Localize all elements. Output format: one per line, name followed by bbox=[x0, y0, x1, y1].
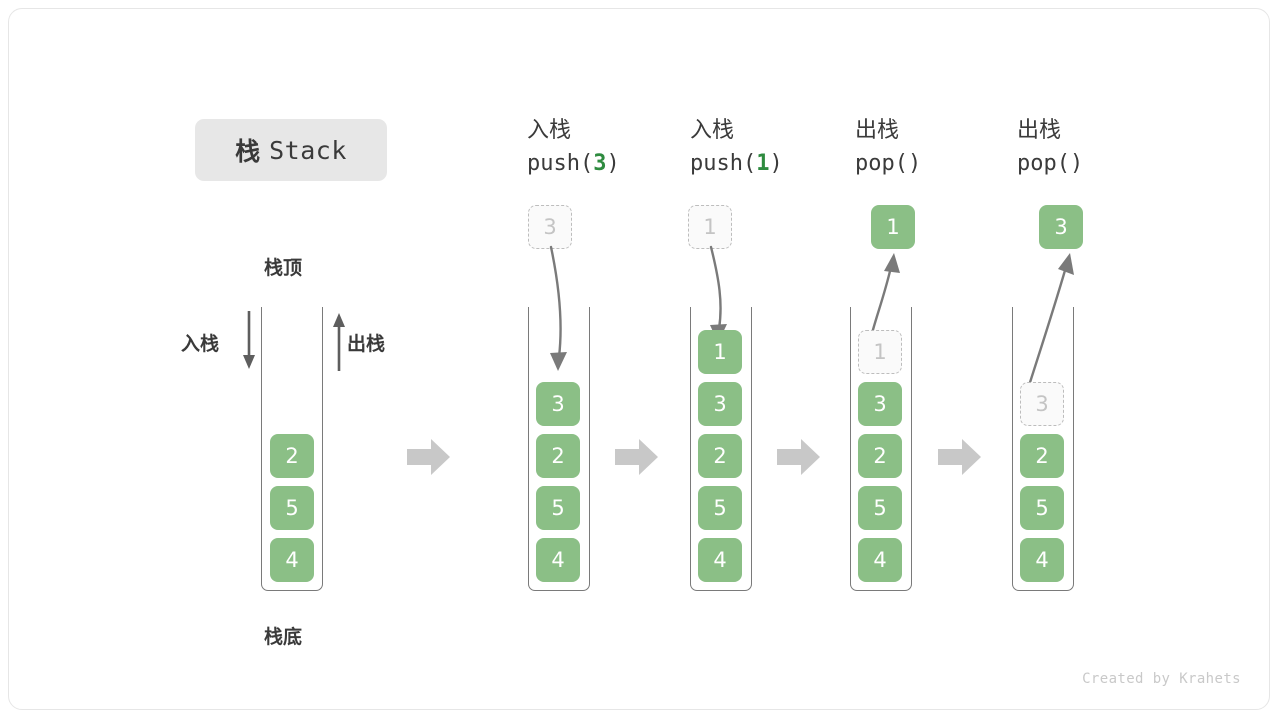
floating-ghost-cell: 1 bbox=[688, 205, 732, 249]
stage-head-arg: 3 bbox=[593, 151, 607, 176]
stage-head-code: pop() bbox=[855, 151, 922, 176]
stage-head-arg: 1 bbox=[756, 151, 770, 176]
stage-header-push-1: 入栈 push(1) bbox=[690, 115, 783, 181]
title-cn: 栈 bbox=[235, 137, 261, 166]
flow-arrow-icon bbox=[615, 439, 658, 475]
stage-head-cn: 入栈 bbox=[690, 118, 735, 143]
stage-header-pop-3: 出栈 pop() bbox=[1017, 115, 1083, 181]
title-badge: 栈 Stack bbox=[195, 119, 387, 181]
stack-cell: 4 bbox=[858, 538, 902, 582]
stack-cell: 5 bbox=[536, 486, 580, 530]
floating-popped-cell: 1 bbox=[871, 205, 915, 249]
stack-cell: 5 bbox=[1020, 486, 1064, 530]
stack-cell: 2 bbox=[858, 434, 902, 478]
floating-popped-cell: 3 bbox=[1039, 205, 1083, 249]
stack-bottom-label: 栈底 bbox=[264, 626, 303, 648]
pop-up-arrow-icon bbox=[333, 313, 345, 371]
stack-cell: 3 bbox=[536, 382, 580, 426]
stack-cell: 2 bbox=[536, 434, 580, 478]
stage-head-code: pop() bbox=[1017, 151, 1084, 176]
stack-container-pop-3 bbox=[1012, 307, 1074, 591]
flow-arrow-icon bbox=[938, 439, 981, 475]
stage-head-code: push(1) bbox=[690, 151, 783, 176]
flow-arrow-icon bbox=[407, 439, 450, 475]
push-motion-arrow-icon bbox=[549, 245, 567, 371]
diagram-canvas: 栈 Stack 栈顶 栈底 入栈 出栈 2 5 4 入栈 push(3) 3 3… bbox=[8, 8, 1270, 710]
pop-direction-label: 出栈 bbox=[347, 333, 386, 355]
push-down-arrow-icon bbox=[243, 311, 255, 369]
stack-cell: 3 bbox=[1020, 382, 1064, 426]
stack-cell: 4 bbox=[270, 538, 314, 582]
stack-cell: 5 bbox=[858, 486, 902, 530]
stack-top-label: 栈顶 bbox=[264, 257, 303, 279]
push-direction-label: 入栈 bbox=[181, 333, 220, 355]
stage-head-cn: 出栈 bbox=[1017, 118, 1062, 143]
stack-container-push-3 bbox=[528, 307, 590, 591]
stage-head-cn: 出栈 bbox=[855, 118, 900, 143]
stack-cell: 5 bbox=[698, 486, 742, 530]
stack-cell: 5 bbox=[270, 486, 314, 530]
stack-cell: 3 bbox=[858, 382, 902, 426]
stack-container-pop-1 bbox=[850, 307, 912, 591]
title-en: Stack bbox=[269, 135, 347, 165]
stack-container-initial bbox=[261, 307, 323, 591]
stack-cell: 2 bbox=[270, 434, 314, 478]
stack-cell: 4 bbox=[536, 538, 580, 582]
stack-cell: 1 bbox=[698, 330, 742, 374]
stack-cell: 4 bbox=[698, 538, 742, 582]
flow-arrow-icon bbox=[777, 439, 820, 475]
stage-head-cn: 入栈 bbox=[527, 118, 572, 143]
stack-cell: 1 bbox=[858, 330, 902, 374]
stack-container-push-1 bbox=[690, 307, 752, 591]
stack-cell: 2 bbox=[1020, 434, 1064, 478]
floating-ghost-cell: 3 bbox=[528, 205, 572, 249]
stage-head-code: push(3) bbox=[527, 151, 620, 176]
stack-cell: 3 bbox=[698, 382, 742, 426]
stack-cell: 2 bbox=[698, 434, 742, 478]
stage-header-pop-1: 出栈 pop() bbox=[855, 115, 921, 181]
stack-cell: 4 bbox=[1020, 538, 1064, 582]
stage-header-push-3: 入栈 push(3) bbox=[527, 115, 620, 181]
credit-text: Created by Krahets bbox=[1082, 671, 1241, 687]
